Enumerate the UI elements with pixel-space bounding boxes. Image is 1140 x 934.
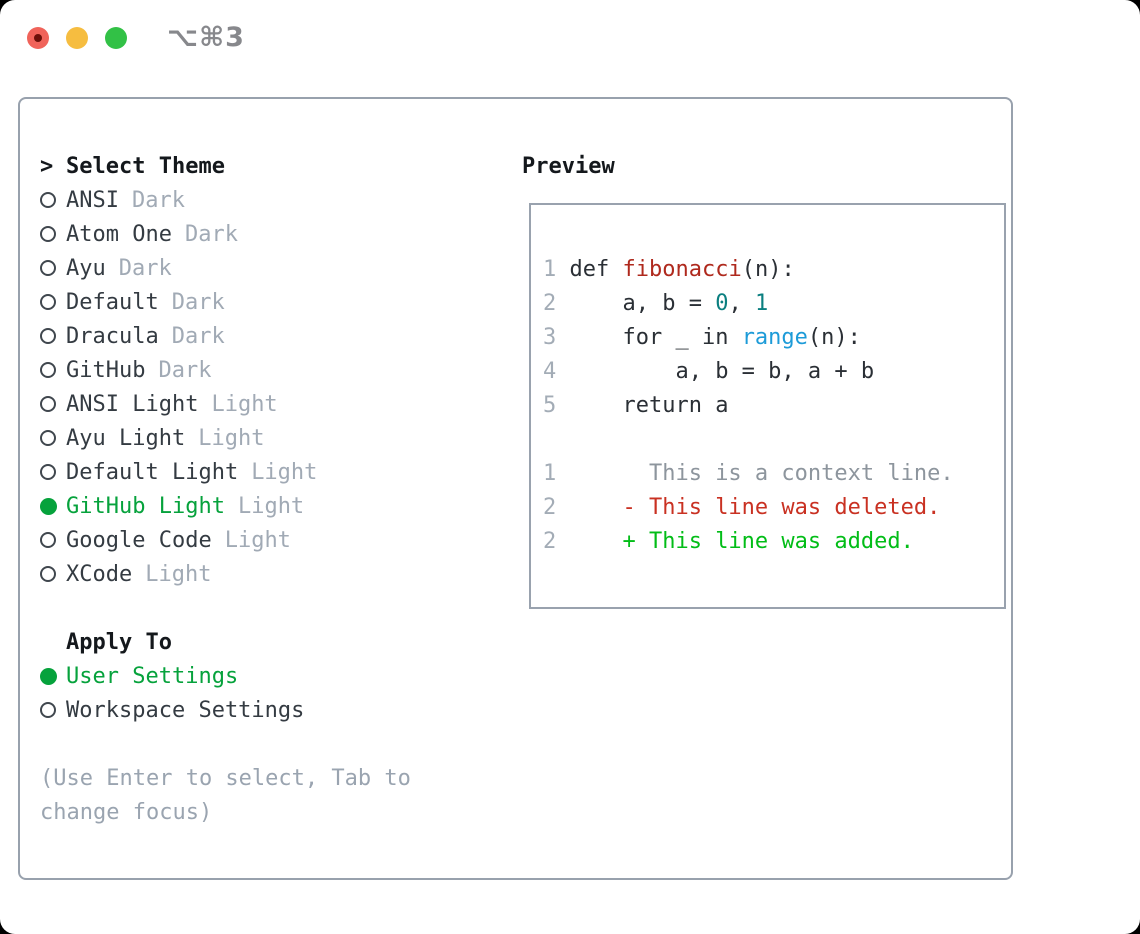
theme-item-label: GitHub bbox=[66, 358, 146, 383]
theme-variant-tag: Dark bbox=[171, 290, 225, 315]
hint-line-2: change focus) bbox=[40, 800, 213, 825]
theme-item-ayu-light[interactable]: Ayu Light Light bbox=[40, 422, 411, 456]
code-line: 1 This is a context line. bbox=[543, 461, 954, 486]
theme-item-label: XCode bbox=[66, 562, 133, 587]
spacer-row bbox=[40, 592, 411, 626]
theme-item-label: ANSI bbox=[66, 188, 119, 213]
theme-item-label: Dracula bbox=[66, 324, 159, 349]
theme-item-ansi-light[interactable]: ANSI Light Light bbox=[40, 388, 411, 422]
radio-selected-icon bbox=[40, 668, 57, 685]
apply-to-title: Apply To bbox=[66, 630, 172, 655]
theme-variant-tag: Light bbox=[198, 426, 265, 451]
radio-icon bbox=[40, 362, 56, 378]
theme-item-default-light[interactable]: Default Light Light bbox=[40, 456, 411, 490]
apply-option-workspace-settings[interactable]: Workspace Settings bbox=[40, 694, 411, 728]
window-shortcut-label: ⌥⌘3 bbox=[167, 22, 245, 53]
spacer-row bbox=[40, 728, 411, 762]
code-line: 3 for _ in range(n): bbox=[543, 325, 861, 350]
radio-icon bbox=[40, 226, 56, 242]
theme-variant-tag: Dark bbox=[118, 256, 172, 281]
radio-icon bbox=[40, 328, 56, 344]
radio-selected-icon bbox=[40, 498, 57, 515]
hint-line-1: (Use Enter to select, Tab to bbox=[40, 766, 411, 791]
code-line: 2 a, b = 0, 1 bbox=[543, 291, 769, 316]
theme-variant-tag: Light bbox=[224, 528, 291, 553]
preview-title: Preview bbox=[522, 154, 615, 179]
theme-variant-tag: Dark bbox=[131, 188, 185, 213]
radio-icon bbox=[40, 532, 56, 548]
theme-item-google-code[interactable]: Google Code Light bbox=[40, 524, 411, 558]
code-line: 2 - This line was deleted. bbox=[543, 495, 941, 520]
theme-variant-tag: Dark bbox=[184, 222, 238, 247]
preview-pane: Preview 1 def fibonacci(n): 2 a, b = 0, 1… bbox=[504, 150, 1006, 609]
theme-item-label: Default Light bbox=[66, 460, 239, 485]
zoom-button[interactable] bbox=[105, 27, 127, 49]
apply-to-header: Apply To bbox=[40, 626, 411, 660]
theme-item-label: Atom One bbox=[66, 222, 172, 247]
theme-variant-tag: Dark bbox=[158, 358, 212, 383]
radio-icon bbox=[40, 192, 56, 208]
titlebar: ⌥⌘3 bbox=[0, 0, 1140, 76]
code-line bbox=[543, 423, 1004, 457]
theme-variant-tag: Light bbox=[211, 392, 278, 417]
theme-item-label: Default bbox=[66, 290, 159, 315]
apply-option-user-settings[interactable]: User Settings bbox=[40, 660, 411, 694]
theme-item-label: ANSI Light bbox=[66, 392, 199, 417]
theme-item-github[interactable]: GitHub Dark bbox=[40, 354, 411, 388]
theme-item-ansi[interactable]: ANSI Dark bbox=[40, 184, 411, 218]
unsaved-changes-dot bbox=[34, 34, 42, 42]
theme-item-ayu[interactable]: Ayu Dark bbox=[40, 252, 411, 286]
code-line: 1 def fibonacci(n): bbox=[543, 257, 795, 282]
apply-option-label: Workspace Settings bbox=[66, 698, 305, 723]
minimize-button[interactable] bbox=[66, 27, 88, 49]
theme-item-atom-one[interactable]: Atom One Dark bbox=[40, 218, 411, 252]
theme-variant-tag: Light bbox=[251, 460, 318, 485]
preview-code: 1 def fibonacci(n): 2 a, b = 0, 1 3 for _ … bbox=[531, 205, 1004, 559]
theme-variant-tag: Light bbox=[145, 562, 212, 587]
radio-icon bbox=[40, 294, 56, 310]
radio-icon bbox=[40, 430, 56, 446]
radio-icon bbox=[40, 702, 56, 718]
radio-icon bbox=[40, 260, 56, 276]
theme-item-label: GitHub Light bbox=[66, 494, 225, 519]
theme-item-github-light[interactable]: GitHub Light Light bbox=[40, 490, 411, 524]
theme-variant-tag: Dark bbox=[171, 324, 225, 349]
theme-variant-tag: Light bbox=[237, 494, 305, 519]
hint-text: (Use Enter to select, Tab to change focu… bbox=[40, 762, 411, 830]
code-line: 2 + This line was added. bbox=[543, 529, 914, 554]
code-line: 4 a, b = b, a + b bbox=[543, 359, 875, 384]
close-button[interactable] bbox=[27, 27, 49, 49]
preview-box: 1 def fibonacci(n): 2 a, b = 0, 1 3 for _ … bbox=[529, 203, 1006, 609]
theme-item-dracula[interactable]: Dracula Dark bbox=[40, 320, 411, 354]
theme-item-xcode[interactable]: XCode Light bbox=[40, 558, 411, 592]
code-line: 5 return a bbox=[543, 393, 729, 418]
select-theme-title: Select Theme bbox=[66, 154, 225, 179]
radio-icon bbox=[40, 566, 56, 582]
select-theme-header: > Select Theme bbox=[40, 150, 411, 184]
radio-icon bbox=[40, 464, 56, 480]
theme-item-default[interactable]: Default Dark bbox=[40, 286, 411, 320]
theme-item-label: Ayu bbox=[66, 256, 106, 281]
theme-item-label: Google Code bbox=[66, 528, 212, 553]
radio-icon bbox=[40, 396, 56, 412]
prompt-caret: > bbox=[40, 154, 54, 179]
theme-item-label: Ayu Light bbox=[66, 426, 186, 451]
apply-option-label: User Settings bbox=[66, 664, 239, 689]
